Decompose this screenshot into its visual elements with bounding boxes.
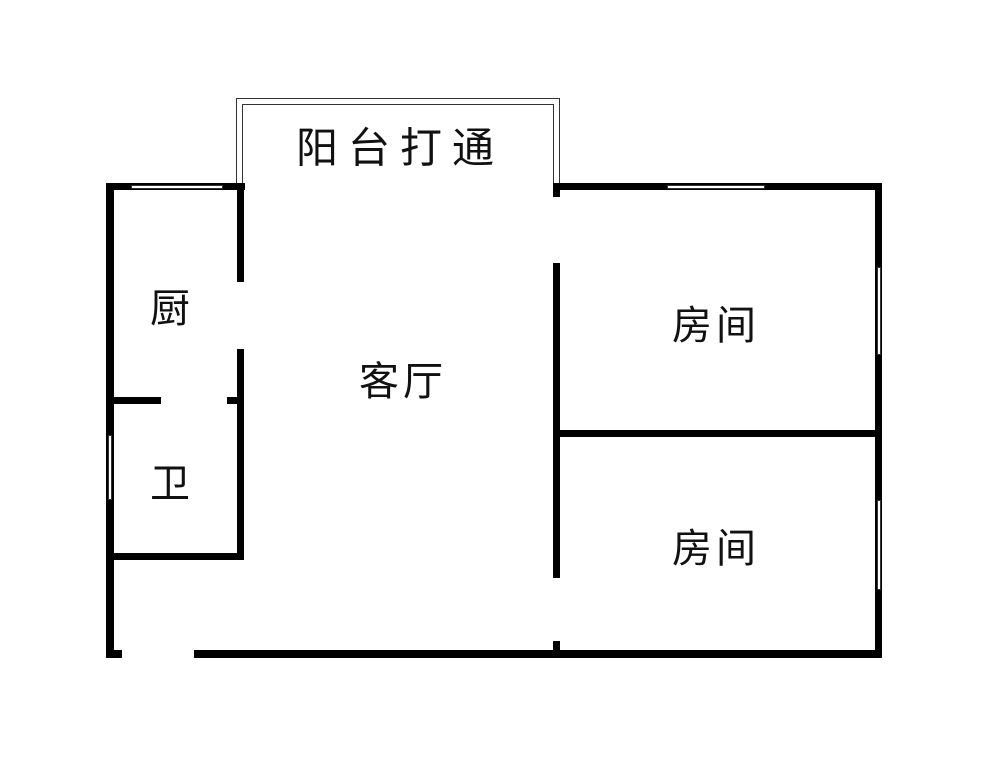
wall-kitchen-bath-left [106,397,161,404]
balcony-outline-outer [236,98,560,184]
bedroom-1-top-window [667,185,765,189]
wall-bottom-stub [106,650,122,658]
kitchen-window [131,185,223,189]
balcony-outline-inner [242,104,554,184]
bathroom-window [108,435,112,500]
bedroom-1-side-window [877,267,881,355]
wall-kitchen-living-lower [237,349,244,560]
wall-left [106,183,114,658]
wall-between-bedrooms [553,430,882,437]
room-label-bedroom-1: 房间 [672,303,760,349]
wall-bottom [194,650,882,658]
wall-kitchen-bath-right [227,397,239,404]
room-label-living-room: 客厅 [359,359,447,405]
room-label-bathroom: 卫 [150,461,194,507]
wall-living-bedroom [553,263,560,578]
room-label-kitchen: 厨 [150,286,194,332]
wall-right [875,183,882,658]
room-label-balcony: 阳台打通 [295,123,505,173]
room-label-bedroom-2: 房间 [672,526,760,572]
bedroom-2-side-window [877,500,881,590]
wall-kitchen-living-upper [237,183,244,282]
wall-living-bedroom-bottom-stub [553,641,560,657]
wall-bath-bottom [106,553,244,560]
wall-living-bedroom-stub [553,183,560,197]
